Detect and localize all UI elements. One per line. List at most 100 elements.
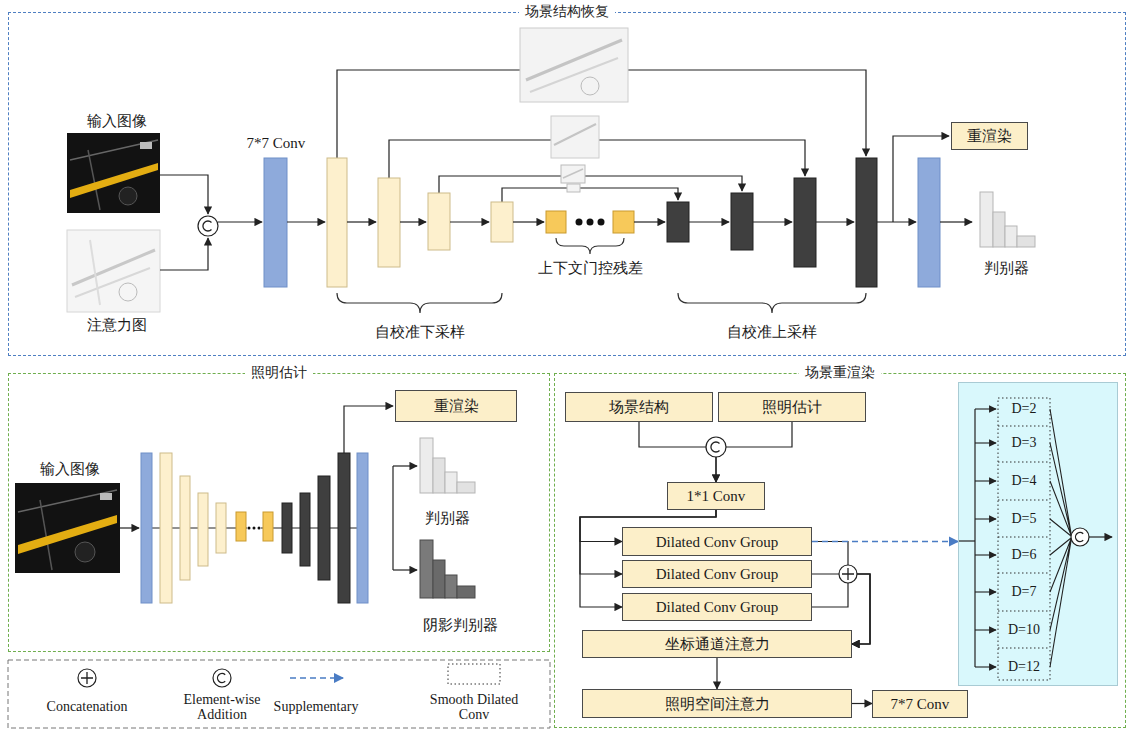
box-label: 场景结构 [609, 398, 669, 416]
symbol-c [203, 221, 212, 231]
flow-line [218, 221, 262, 222]
image-rail [18, 490, 117, 512]
flow-line [689, 221, 729, 222]
bracket [678, 293, 866, 313]
process-box: 重渲染 [395, 390, 517, 422]
conv-group-box: Dilated Conv Group [622, 593, 812, 621]
residual-block [263, 512, 273, 541]
supplementary-connector [812, 541, 958, 543]
icon-bar [420, 540, 433, 598]
flow-line [753, 221, 792, 222]
flow-line [634, 221, 665, 222]
panel-title: 照明估计 [245, 364, 313, 382]
image-ground [67, 133, 160, 213]
up-block [338, 453, 350, 603]
residual-block [613, 211, 634, 233]
conv-group-box: Dilated Conv Group [622, 560, 812, 588]
flow-line [513, 221, 544, 222]
box-label: 1*1 Conv [687, 487, 746, 505]
flow-line [975, 480, 996, 481]
legend-text: Element-wise Addition [167, 692, 277, 723]
thumbnail-figure [581, 77, 599, 95]
box-label: 重渲染 [967, 127, 1012, 145]
symbol-c [711, 442, 720, 452]
box-label: Dilated Conv Group [656, 598, 778, 616]
icon-bar [445, 472, 457, 493]
arrow-connector [716, 422, 792, 482]
section-panel: 场景重渲染场景结构照明估计1*1 ConvDilated Conv GroupD… [554, 373, 1126, 728]
image-object [100, 493, 112, 500]
up-block [282, 503, 292, 553]
bracket [556, 238, 624, 254]
process-box: 重渲染 [951, 122, 1028, 150]
thumbnail-ground [551, 116, 599, 158]
addition-symbol [198, 216, 218, 236]
down-block [491, 202, 513, 242]
discriminator-icon [420, 438, 475, 493]
box-label: 坐标通道注意力 [665, 635, 770, 653]
icon-bar [457, 482, 475, 493]
down-block [216, 503, 226, 553]
attention-box: 照明空间注意力 [582, 689, 852, 718]
flow-line [974, 409, 975, 667]
down-block [378, 178, 400, 267]
conv-box: 1*1 Conv [667, 482, 765, 510]
up-block [794, 178, 816, 267]
image-object [140, 142, 152, 149]
attention-box: 坐标通道注意力 [582, 630, 852, 658]
flow-line [975, 408, 996, 409]
flow-line [450, 221, 489, 222]
arrow-connector [812, 542, 870, 645]
skip-line [502, 188, 678, 202]
image-stroke [72, 250, 155, 285]
merge-line [1050, 409, 1071, 667]
ellipsis-dot [587, 219, 594, 226]
panel-title: 场景重渲染 [799, 364, 881, 382]
flow-line [975, 591, 996, 592]
image-rail [70, 140, 158, 160]
dilation-label: D=5 [1011, 511, 1036, 527]
flow-line [940, 221, 972, 222]
down-block [160, 453, 172, 603]
flow-line [958, 540, 975, 541]
up-block [300, 493, 310, 566]
legend-text: Smooth Dilated Conv [419, 692, 529, 723]
conv-group-box: Dilated Conv Group [622, 527, 812, 556]
ellipsis-dot [576, 219, 583, 226]
dilation-label: D=2 [1011, 401, 1036, 417]
symbol-c [1076, 533, 1084, 542]
image-rail [88, 150, 100, 210]
flow-line [347, 221, 376, 222]
symbol-c [218, 673, 226, 682]
ellipsis-dot [598, 219, 605, 226]
arrow-connector [639, 422, 716, 482]
box-label: Dilated Conv Group [656, 565, 778, 583]
symbol-plus [81, 672, 93, 684]
flow-line [344, 406, 393, 453]
flow-line [120, 527, 139, 528]
smooth-dilated-conv [998, 426, 1050, 648]
ellipsis-dot [258, 527, 261, 530]
ellipsis-dot [253, 527, 256, 530]
down-block [428, 193, 450, 250]
icon-bar [445, 575, 457, 598]
flow-line [400, 221, 426, 222]
input-box: 照明估计 [718, 392, 866, 422]
dilated-conv-sample [448, 664, 500, 684]
flow-line [975, 442, 996, 443]
dilation-label: D=3 [1011, 435, 1036, 451]
dilation-bank-ground [958, 382, 1118, 686]
icon-bar [433, 560, 445, 598]
legend-panel [8, 660, 550, 728]
dilation-label: D=10 [1008, 622, 1040, 638]
thumbnail-ground [520, 28, 628, 102]
flow-line [160, 175, 208, 214]
conv-block [141, 453, 152, 603]
flow-line [393, 465, 417, 466]
residual-block [236, 512, 246, 541]
box-label: 照明空间注意力 [665, 695, 770, 713]
flow-line [975, 554, 996, 555]
bracket [337, 293, 502, 313]
